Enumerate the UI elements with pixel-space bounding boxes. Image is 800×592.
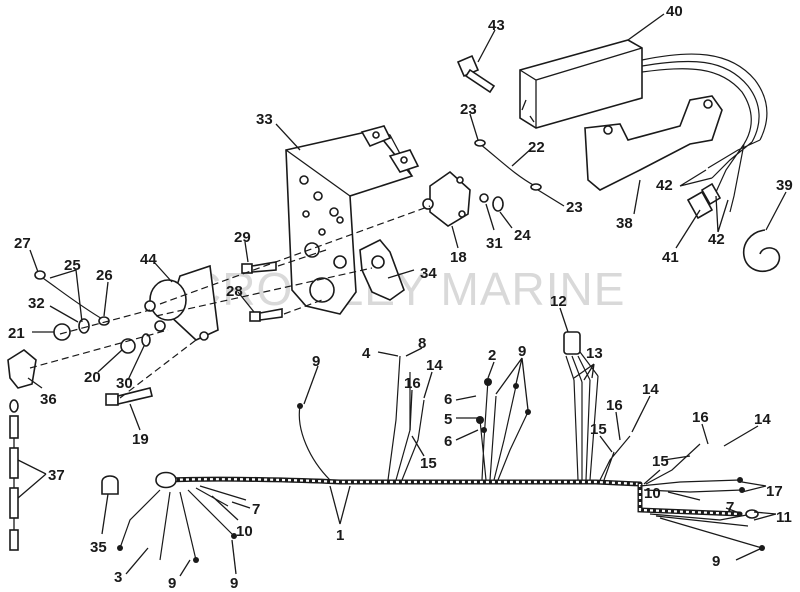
callout-18: 18 [450, 249, 467, 266]
callout-17: 17 [766, 483, 783, 500]
part-44-solenoid [144, 264, 219, 341]
callout-12: 12 [550, 293, 567, 310]
callout-15-right: 15 [652, 453, 669, 470]
alignment-lines [29, 205, 431, 399]
callout-38: 38 [616, 215, 633, 232]
callout-7-right: 7 [726, 499, 734, 516]
callout-16-left: 16 [404, 375, 421, 392]
callout-34: 34 [420, 265, 437, 282]
callout-27: 27 [14, 235, 31, 252]
callout-25: 25 [64, 257, 81, 274]
part-41-connector [686, 182, 722, 220]
callout-10-left: 10 [236, 523, 253, 540]
callout-44: 44 [140, 251, 157, 268]
callout-4: 4 [362, 345, 371, 362]
callout-14-right: 14 [754, 411, 771, 428]
callout-9-bottom-left: 9 [168, 575, 176, 592]
callout-31: 31 [486, 235, 503, 252]
part-19-bolt [105, 387, 153, 406]
callout-22: 22 [528, 139, 545, 156]
part-21-nut [53, 323, 71, 341]
callout-8: 8 [418, 335, 426, 352]
callout-37: 37 [48, 467, 65, 484]
callout-14-center: 14 [642, 381, 659, 398]
part-1-harness [117, 355, 765, 563]
callout-11: 11 [776, 509, 792, 526]
callout-13: 13 [586, 345, 603, 362]
callout-15-center: 15 [590, 421, 607, 438]
callout-labels: 43 40 23 22 23 31 24 18 33 34 29 28 44 2… [8, 3, 793, 592]
callout-21: 21 [8, 325, 25, 342]
part-33-plate [285, 125, 420, 315]
callout-39: 39 [776, 177, 793, 194]
callout-29: 29 [234, 229, 251, 246]
callout-19: 19 [132, 431, 149, 448]
part-34-cap [359, 239, 405, 301]
part-25-lead [34, 270, 110, 326]
callout-6-upper: 6 [444, 391, 452, 408]
callout-16-center: 16 [606, 397, 623, 414]
callout-30: 30 [116, 375, 133, 392]
callout-3: 3 [114, 569, 122, 586]
callout-10-right: 10 [644, 485, 661, 502]
part-20-nut [120, 338, 136, 354]
callout-9-harness: 9 [312, 353, 320, 370]
part-28-bolt [249, 308, 283, 322]
callout-7-left: 7 [252, 501, 260, 518]
part-35-grommet [101, 475, 119, 495]
part-43-bolt [456, 54, 496, 94]
callout-35: 35 [90, 539, 107, 556]
callout-40: 40 [666, 3, 683, 20]
leader-lines [17, 13, 787, 577]
callout-41: 41 [662, 249, 679, 266]
part-22-strap [474, 139, 542, 191]
callout-24: 24 [514, 227, 531, 244]
callout-23-bottom: 23 [566, 199, 583, 216]
part-24-washer [492, 196, 504, 212]
callout-6-lower: 6 [444, 433, 452, 450]
callout-43: 43 [488, 17, 505, 34]
callout-42-upper: 42 [656, 177, 673, 194]
part-37-terminals [9, 399, 19, 551]
callout-28: 28 [226, 283, 243, 300]
part-40-module [519, 39, 768, 213]
part-32-washer [78, 318, 90, 334]
part-18-switch [422, 170, 471, 227]
callout-14-left: 14 [426, 357, 443, 374]
callout-23-top: 23 [460, 101, 477, 118]
callout-33: 33 [256, 111, 273, 128]
part-31-nut [479, 193, 489, 203]
callout-15-left: 15 [420, 455, 437, 472]
callout-42-lower: 42 [708, 231, 725, 248]
callout-32: 32 [28, 295, 45, 312]
callout-9-center: 9 [518, 343, 526, 360]
callout-9-bottom: 9 [230, 575, 238, 592]
part-38-bracket [584, 95, 723, 191]
part-36-boot [7, 349, 37, 389]
callout-2: 2 [488, 347, 496, 364]
callout-1: 1 [336, 527, 344, 544]
callout-5: 5 [444, 411, 452, 428]
callout-20: 20 [84, 369, 101, 386]
part-39-clip [742, 229, 781, 272]
callout-16-right: 16 [692, 409, 709, 426]
callout-26: 26 [96, 267, 113, 284]
part-12-connector [563, 331, 599, 481]
part-30-washer [141, 333, 151, 347]
callout-9-right: 9 [712, 553, 720, 570]
callout-36: 36 [40, 391, 57, 408]
